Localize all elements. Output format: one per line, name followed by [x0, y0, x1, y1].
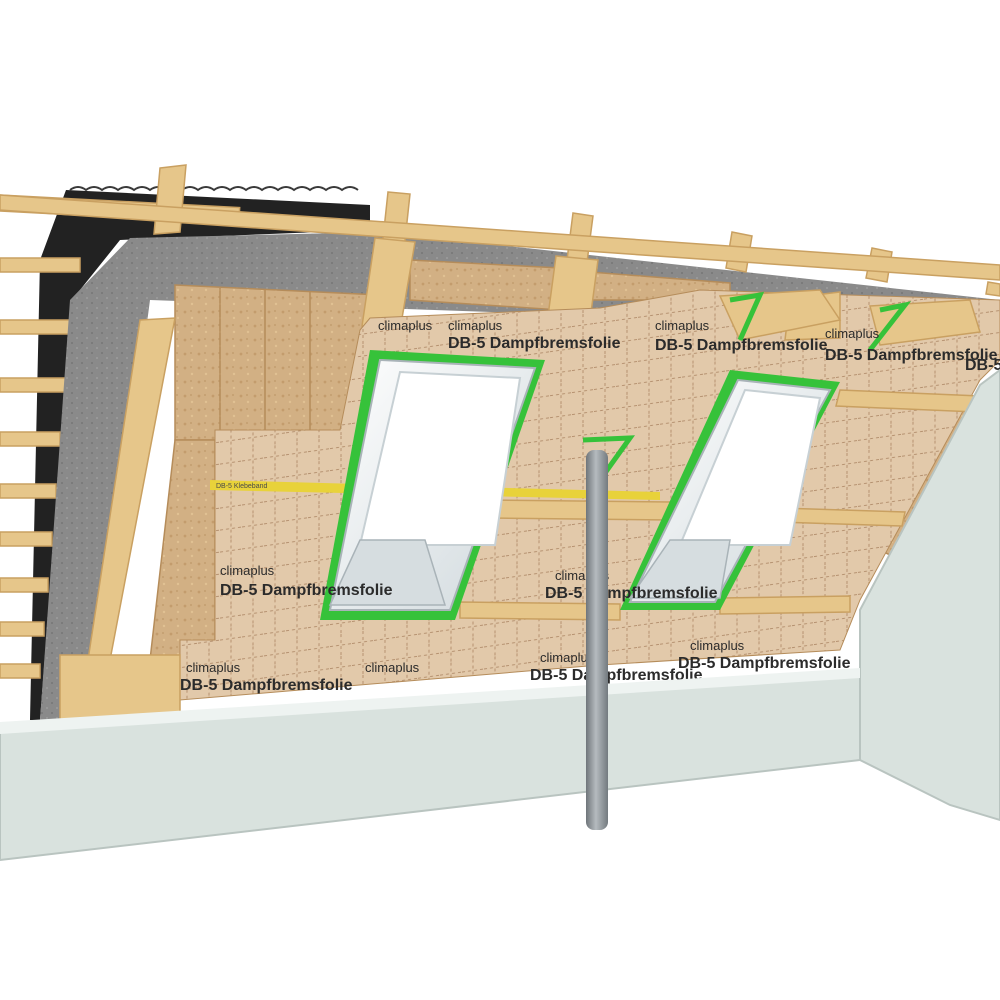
foil-product-7: DB-5 Dampfbremsfolie	[180, 677, 353, 694]
gable-wall	[859, 368, 1000, 822]
roof-window-right	[620, 370, 840, 610]
foil-product-1: DB-5 Dampfbremsfolie	[448, 335, 621, 352]
foil-brand-7: climaplus	[365, 660, 420, 675]
foil-brand-2: climaplus	[378, 318, 433, 333]
foil-brand-4: climaplus	[825, 326, 880, 341]
foil-print: climaplus DB-5 Dampfbremsfolie climaplus…	[180, 318, 1000, 694]
roof-tiles	[30, 186, 370, 720]
foil-product-9: DB-5 Dampfbremsfolie	[530, 667, 703, 684]
knee-wall-top	[0, 668, 860, 734]
foil-product-11: DB-5 Dampfbremsfolie	[965, 357, 1000, 374]
foil-brand-1: climaplus	[448, 318, 503, 333]
foil-brand-5: climaplus	[220, 563, 275, 578]
foil-product-10: DB-5 Dampfbremsfolie	[678, 655, 851, 672]
yellow-tape-label: DB-5 Klebeband	[216, 483, 267, 490]
foil-product-6: DB-5 Dampfbremsfolie	[545, 585, 718, 602]
rafter-beams	[87, 237, 599, 661]
foil-brand-10: climaplus	[690, 638, 745, 653]
ventilation-pipe	[586, 450, 608, 830]
foil-product-4: DB-5 Dampfbremsfolie	[825, 347, 998, 364]
foil-brand-3: climaplus	[655, 318, 710, 333]
wall-plate-timber	[59, 654, 181, 721]
foil-product-3: DB-5 Dampfbremsfolie	[655, 337, 828, 354]
roof-window-left	[320, 350, 545, 620]
foil-brand-9: climaplus	[540, 650, 595, 665]
foil-brand-8: climaplus	[186, 660, 241, 675]
green-tape-brackets	[582, 291, 912, 482]
foil-product-5: DB-5 Dampfbremsfolie	[220, 582, 393, 599]
underlay-felt	[40, 232, 1000, 720]
rafters	[0, 164, 1000, 297]
